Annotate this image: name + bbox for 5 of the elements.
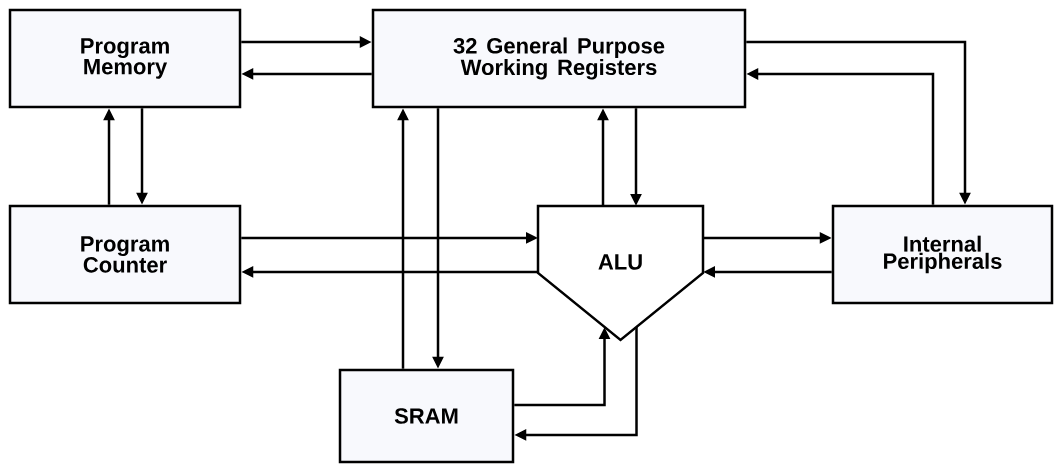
block-box: SRAM [338, 368, 515, 464]
block-box: Program Memory [8, 8, 242, 109]
block-box: Program Counter [8, 204, 242, 305]
block-box: 32 General Purpose Working Registers [371, 8, 747, 109]
block-box: Internal Peripherals [831, 204, 1054, 305]
